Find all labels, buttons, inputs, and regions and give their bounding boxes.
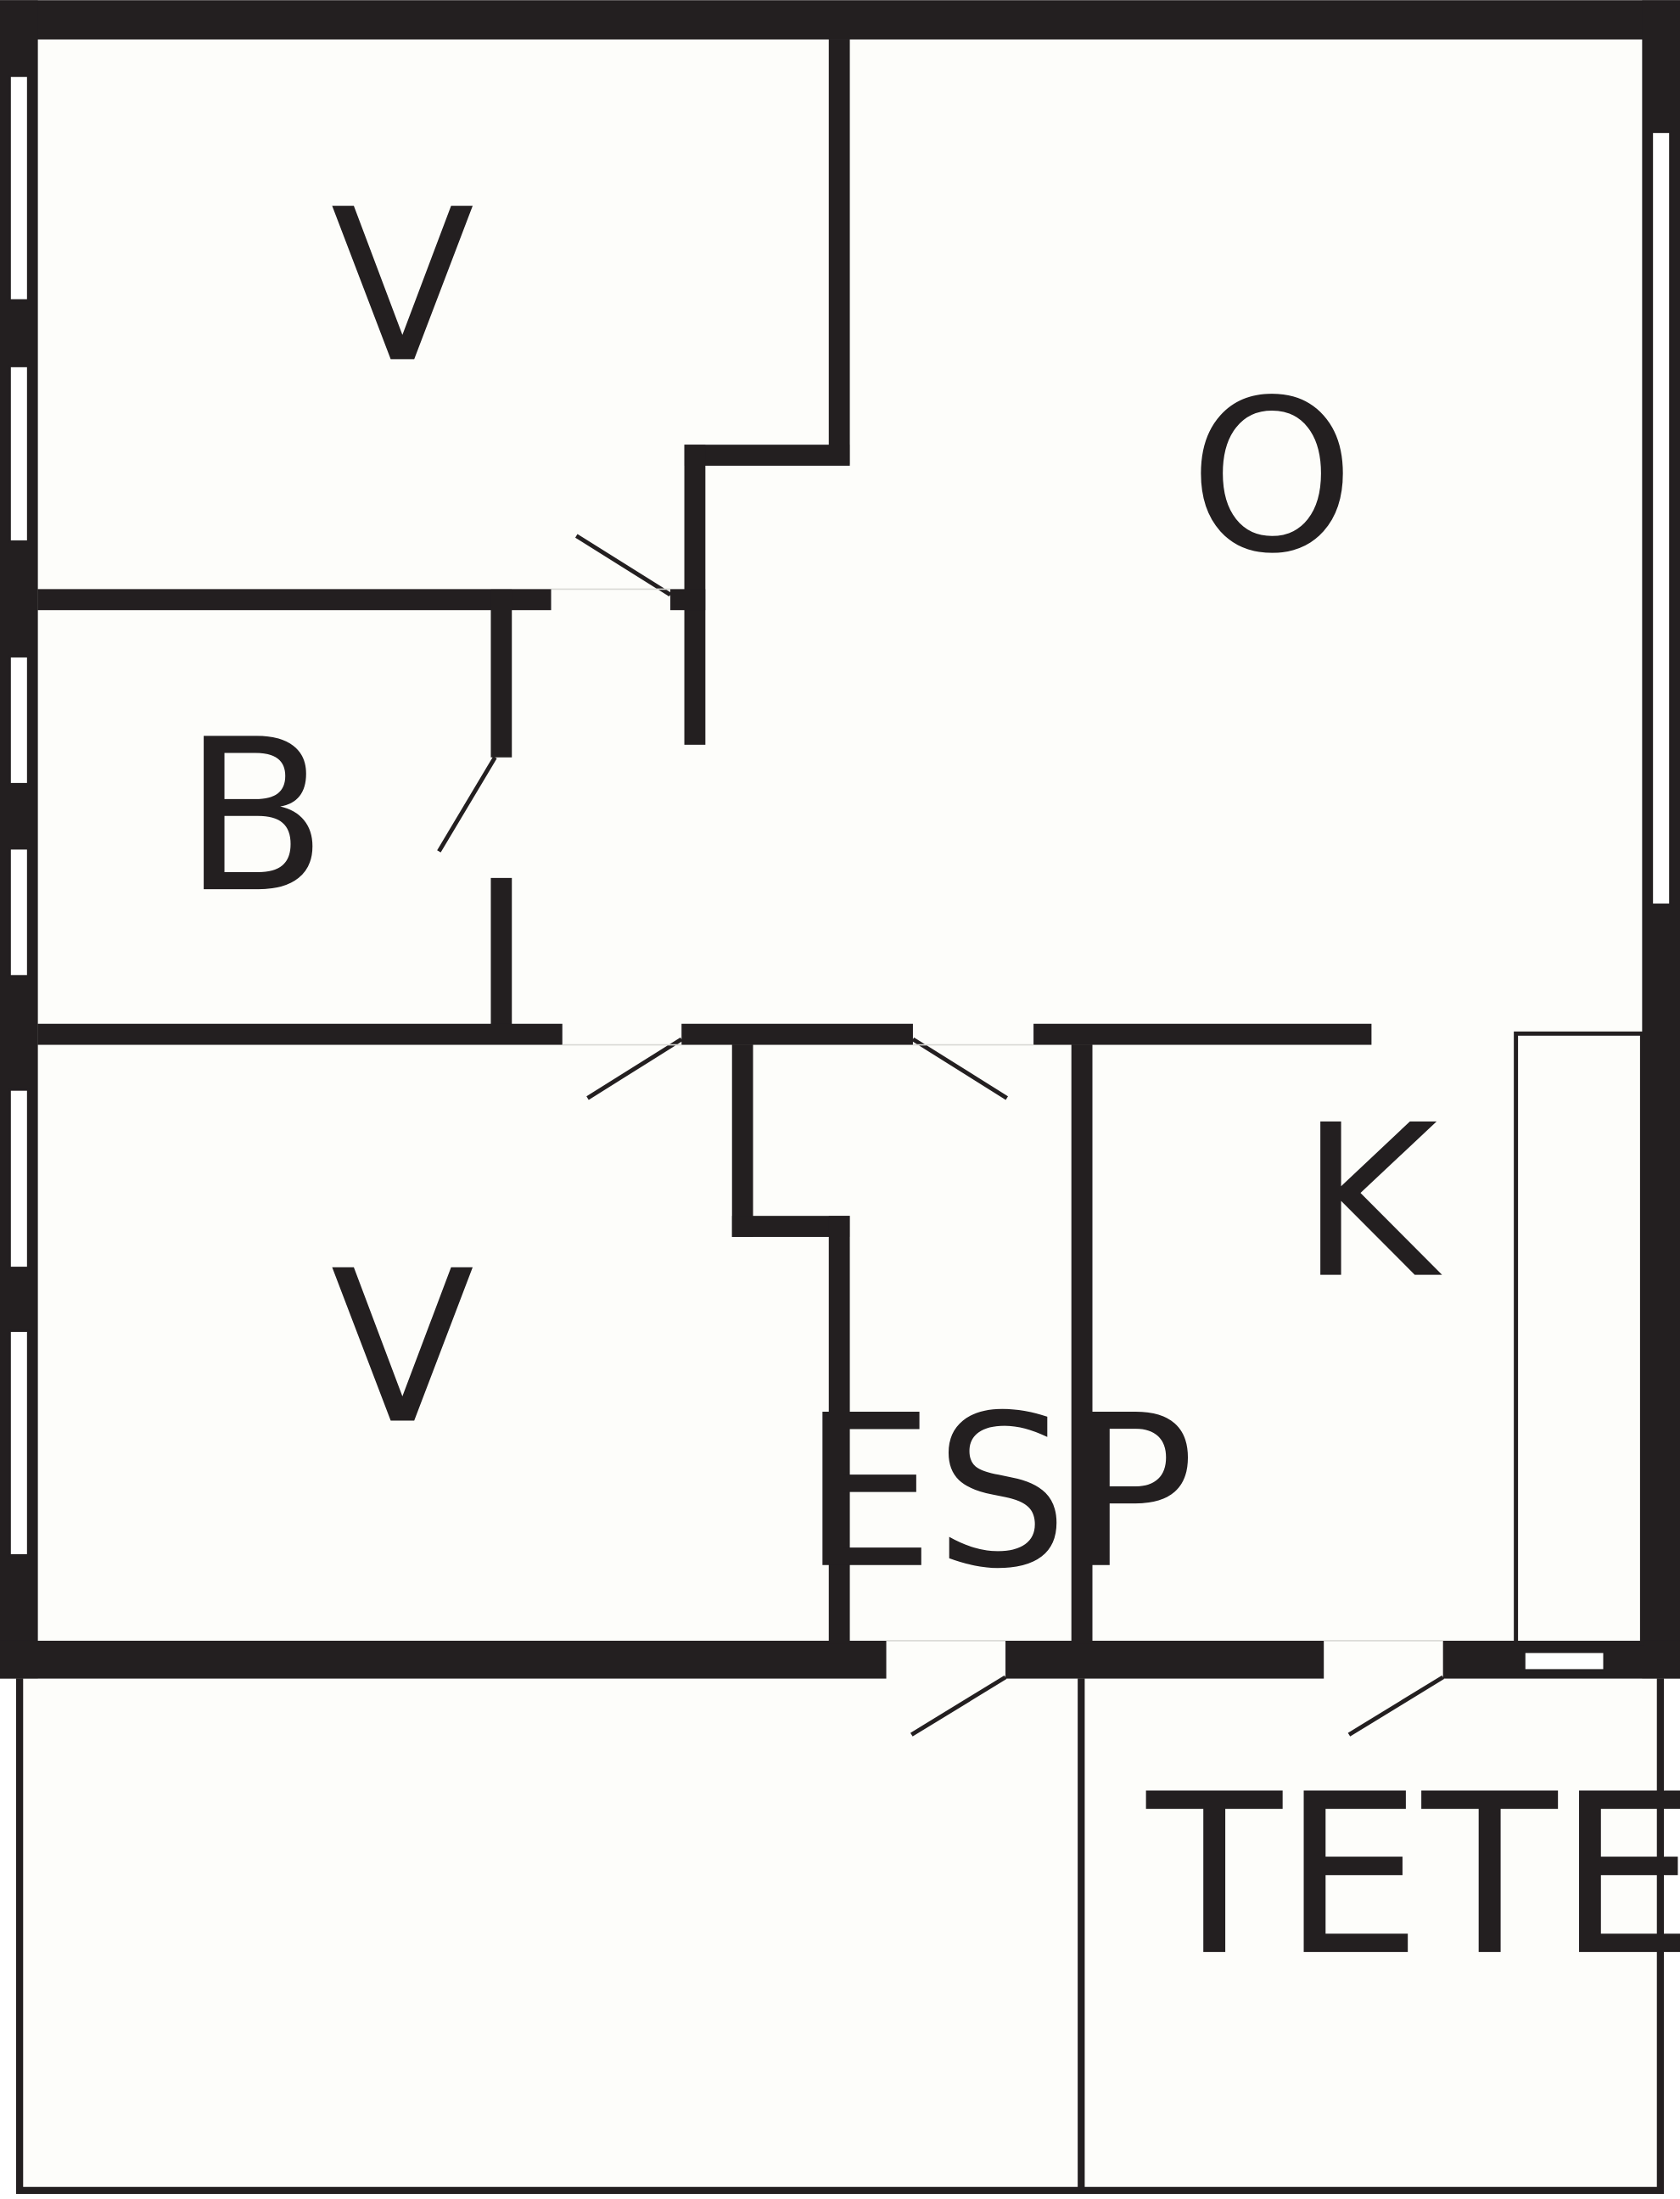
room-label-bedroom-bottom: V	[331, 1226, 475, 1470]
door-terrace	[1347, 1675, 1444, 1737]
wall-bath-right-upper	[490, 589, 512, 758]
wall-bedroom-living-vertical	[828, 39, 850, 465]
room-label-bedroom-top: V	[331, 165, 475, 409]
window-left-1	[8, 75, 30, 302]
window-right	[1650, 131, 1672, 906]
door-bathroom	[437, 756, 497, 853]
room-label-living-room: O	[1189, 355, 1354, 600]
window-left-6	[8, 1329, 30, 1557]
room-label-kitchen: K	[1300, 1081, 1442, 1325]
window-left-2	[8, 365, 30, 543]
terrace-outline	[16, 1678, 1664, 2194]
door-bedroom-top	[574, 534, 672, 597]
window-bottom	[1523, 1650, 1605, 1671]
wall-hall-left-lower	[828, 1216, 850, 1644]
window-left-5	[8, 1088, 30, 1269]
door-hall	[911, 1037, 1008, 1100]
wall-bath-right-lower	[490, 877, 512, 1026]
wall-step-horizontal	[684, 445, 850, 466]
outer-wall-top	[0, 0, 1680, 40]
wall-door-jamb-top	[670, 589, 706, 611]
window-left-4	[8, 847, 30, 977]
door-entry	[910, 1675, 1007, 1737]
wall-mid-center	[681, 1023, 913, 1045]
wall-bedroom-bath-left	[37, 589, 552, 611]
left-windows	[8, 75, 30, 1557]
wall-mid-left	[37, 1023, 563, 1045]
outer-wall-bottom-left	[0, 1640, 887, 1679]
door-bedroom-bottom	[586, 1037, 683, 1100]
wall-hall-left-upper	[731, 1044, 753, 1237]
room-label-hall: ESP	[802, 1371, 1195, 1615]
wall-hall-kitchen	[1071, 1044, 1093, 1644]
room-label-terrace: TETE	[1143, 1747, 1680, 2005]
window-left-3	[8, 655, 30, 786]
terrace-floor	[20, 1660, 1660, 2191]
kitchen-counter	[1514, 1031, 1644, 1646]
door-thresholds	[551, 588, 1443, 1642]
room-label-bathroom: B	[183, 695, 328, 939]
doors	[437, 534, 1444, 1737]
wall-mid-right	[1033, 1023, 1372, 1045]
outer-wall-bottom-mid	[1005, 1640, 1324, 1679]
